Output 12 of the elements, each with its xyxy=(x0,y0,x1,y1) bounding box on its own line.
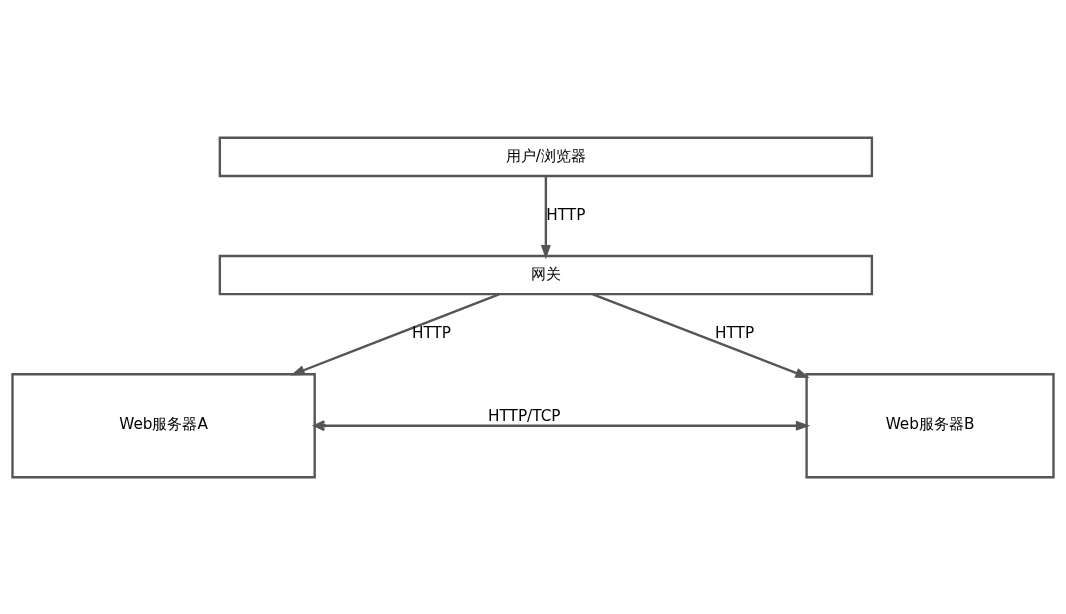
arrow xyxy=(313,419,811,431)
arrow xyxy=(290,292,500,375)
edge-label: HTTP xyxy=(411,323,451,342)
arrow xyxy=(540,175,551,259)
edge-label: HTTP xyxy=(546,205,586,224)
node-box: 用户/浏览器 xyxy=(218,136,874,177)
edge-label: HTTP/TCP xyxy=(488,406,561,425)
node-box: Web服务器B xyxy=(805,372,1055,478)
arrow xyxy=(592,292,810,378)
node-box: Web服务器A xyxy=(11,372,316,478)
edge-label: HTTP xyxy=(715,323,755,342)
node-box: 网关 xyxy=(218,254,874,295)
